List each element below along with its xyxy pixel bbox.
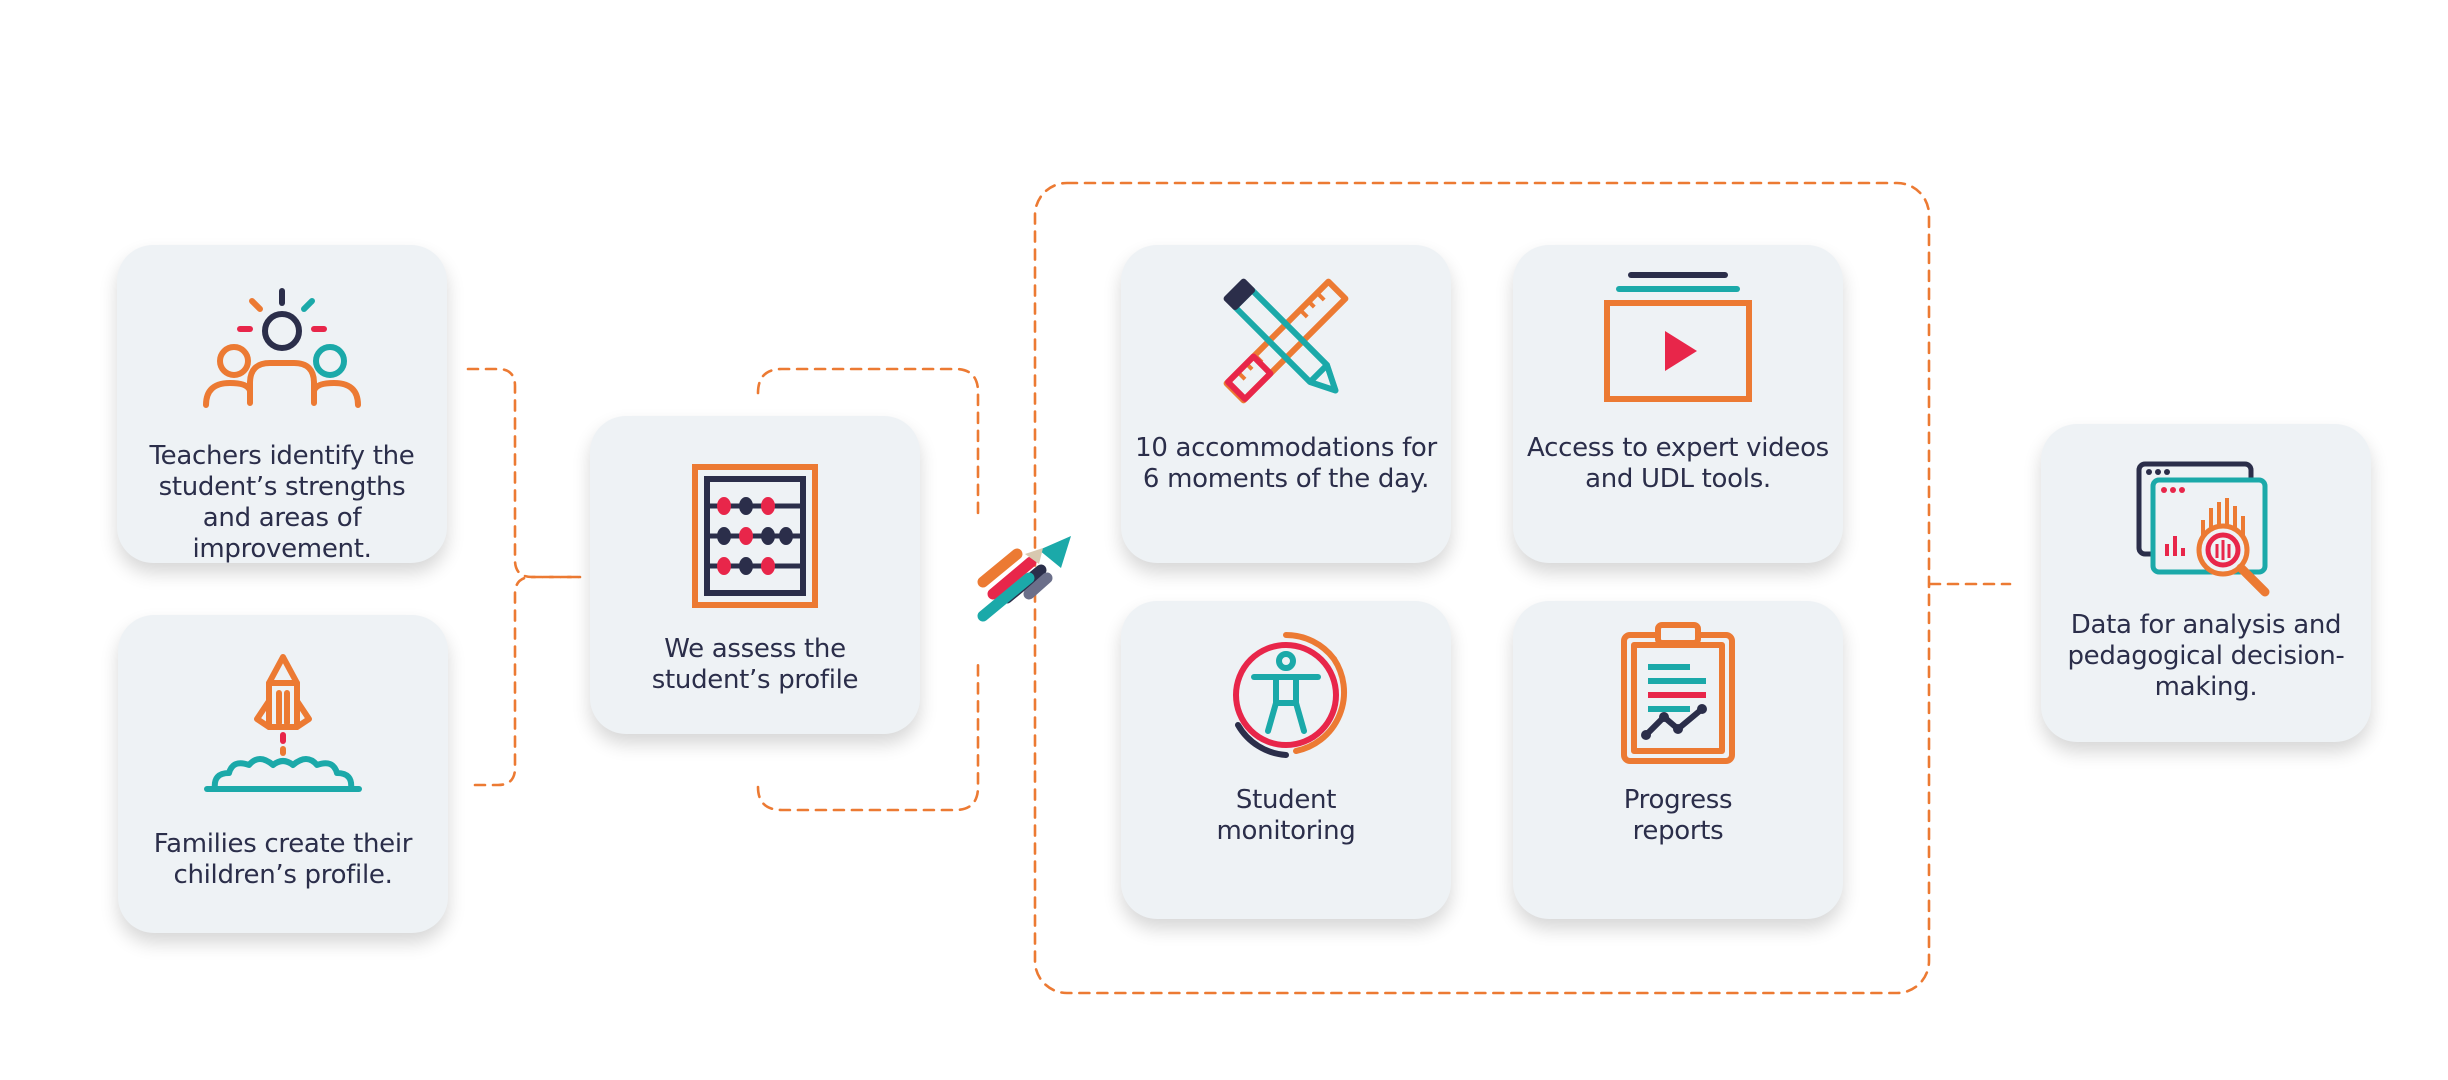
connector-assess-top bbox=[756, 367, 980, 522]
card-data-label: Data for analysis and pedagogical decisi… bbox=[2067, 610, 2345, 702]
card-videos-label: Access to expert videos and UDL tools. bbox=[1527, 433, 1829, 494]
connector-families bbox=[473, 575, 582, 787]
card-monitoring-label: Student monitoring bbox=[1216, 785, 1356, 846]
card-data: Data for analysis and pedagogical decisi… bbox=[2041, 424, 2371, 742]
connector-teachers bbox=[466, 367, 582, 579]
connector-assess-bottom bbox=[756, 658, 980, 812]
rocket-launch-icon bbox=[193, 649, 373, 799]
card-accommodations-label: 10 accommodations for 6 moments of the d… bbox=[1135, 433, 1437, 494]
pencils-speed-icon bbox=[965, 518, 1075, 628]
pencil-ruler-icon bbox=[1216, 271, 1356, 411]
card-assess: We assess the student’s profile bbox=[590, 416, 920, 734]
abacus-icon bbox=[690, 462, 820, 610]
card-monitoring: Student monitoring bbox=[1121, 601, 1451, 919]
team-lightbulb-icon bbox=[192, 283, 372, 413]
video-player-icon bbox=[1601, 267, 1755, 403]
card-reports: Progress reports bbox=[1513, 601, 1843, 919]
card-teachers-label: Teachers identify the student’s strength… bbox=[149, 441, 415, 564]
card-families: Families create their children’s profile… bbox=[118, 615, 448, 933]
card-assess-label: We assess the student’s profile bbox=[651, 634, 859, 695]
card-teachers: Teachers identify the student’s strength… bbox=[117, 245, 447, 564]
card-reports-label: Progress reports bbox=[1623, 785, 1733, 846]
card-families-label: Families create their children’s profile… bbox=[153, 829, 413, 890]
card-videos: Access to expert videos and UDL tools. bbox=[1513, 245, 1843, 563]
card-accommodations: 10 accommodations for 6 moments of the d… bbox=[1121, 245, 1451, 563]
analytics-magnifier-icon bbox=[2131, 460, 2281, 600]
accessibility-person-icon bbox=[1216, 625, 1356, 765]
clipboard-chart-icon bbox=[1618, 621, 1738, 767]
group-box bbox=[1033, 181, 1931, 995]
